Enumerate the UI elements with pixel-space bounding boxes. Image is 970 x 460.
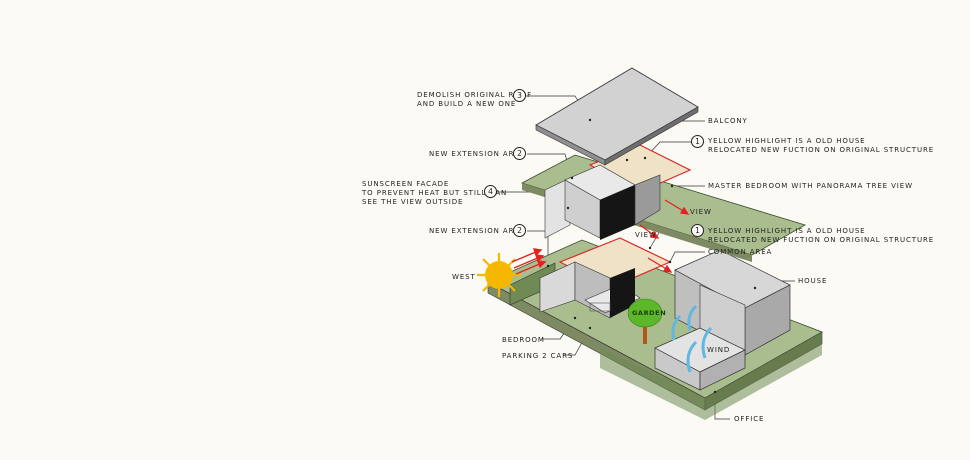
label-yellow-lower-line1: YELLOW HIGHLIGHT IS A OLD HOUSE: [708, 227, 866, 235]
marker-extension-upper: 2: [513, 147, 526, 160]
label-yellow-upper: YELLOW HIGHLIGHT IS A OLD HOUSE RELOCATE…: [708, 137, 934, 155]
marker-yellow-lower: 1: [691, 224, 704, 237]
label-wind: WIND: [707, 346, 731, 354]
label-yellow-upper-line1: YELLOW HIGHLIGHT IS A OLD HOUSE: [708, 137, 866, 145]
label-view-lower: VIEW: [635, 231, 657, 239]
label-demolish-line2: AND BUILD A NEW ONE: [417, 100, 517, 108]
leader-dots: [546, 118, 757, 394]
label-new-extension-upper: NEW EXTENSION AREA: [429, 150, 526, 158]
label-sunscreen-line1: SUNSCREEN FACADE: [362, 180, 450, 188]
label-west: WEST: [452, 273, 476, 281]
label-common-area: COMMON AREA: [708, 248, 773, 256]
heat-arrows-icon: [511, 248, 547, 275]
label-yellow-upper-line2: RELOCATED NEW FUCTION ON ORIGINAL STRUCT…: [708, 146, 935, 154]
label-sunscreen-line3: SEE THE VIEW OUTSIDE: [362, 198, 464, 206]
sun-icon: [477, 253, 521, 297]
marker-sunscreen: 4: [484, 185, 497, 198]
roof-plane: [535, 67, 699, 166]
label-yellow-lower: YELLOW HIGHLIGHT IS A OLD HOUSE RELOCATE…: [708, 227, 934, 245]
view-arrows-icon: [639, 199, 690, 273]
label-demolish-line1: DEMOLISH ORIGINAL ROOF: [417, 91, 533, 99]
label-sunscreen-line2: TO PREVENT HEAT BUT STILL CAN: [362, 189, 508, 197]
label-house: HOUSE: [798, 277, 828, 285]
label-office: OFFICE: [734, 415, 765, 423]
label-parking: PARKING 2 CARS: [502, 352, 574, 360]
lower-floor: [539, 237, 672, 319]
label-master-bedroom: MASTER BEDROOM WITH PANORAMA TREE VIEW: [708, 182, 913, 190]
label-bedroom: BEDROOM: [502, 336, 545, 344]
garden-tree: [627, 298, 663, 344]
label-new-extension-lower: NEW EXTENSION AREA: [429, 227, 526, 235]
label-balcony: BALCONY: [708, 117, 748, 125]
marker-extension-lower: 2: [513, 224, 526, 237]
marker-roof: 3: [513, 89, 526, 102]
wind-arrows-icon: [671, 304, 713, 373]
office-block: [654, 327, 746, 391]
marker-yellow-upper: 1: [691, 135, 704, 148]
label-view-upper: VIEW: [690, 208, 712, 216]
label-sunscreen: SUNSCREEN FACADE TO PREVENT HEAT BUT STI…: [362, 180, 507, 207]
label-garden: GARDEN: [632, 309, 667, 317]
label-demolish-roof: DEMOLISH ORIGINAL ROOF AND BUILD A NEW O…: [417, 91, 532, 109]
label-yellow-lower-line2: RELOCATED NEW FUCTION ON ORIGINAL STRUCT…: [708, 236, 935, 244]
